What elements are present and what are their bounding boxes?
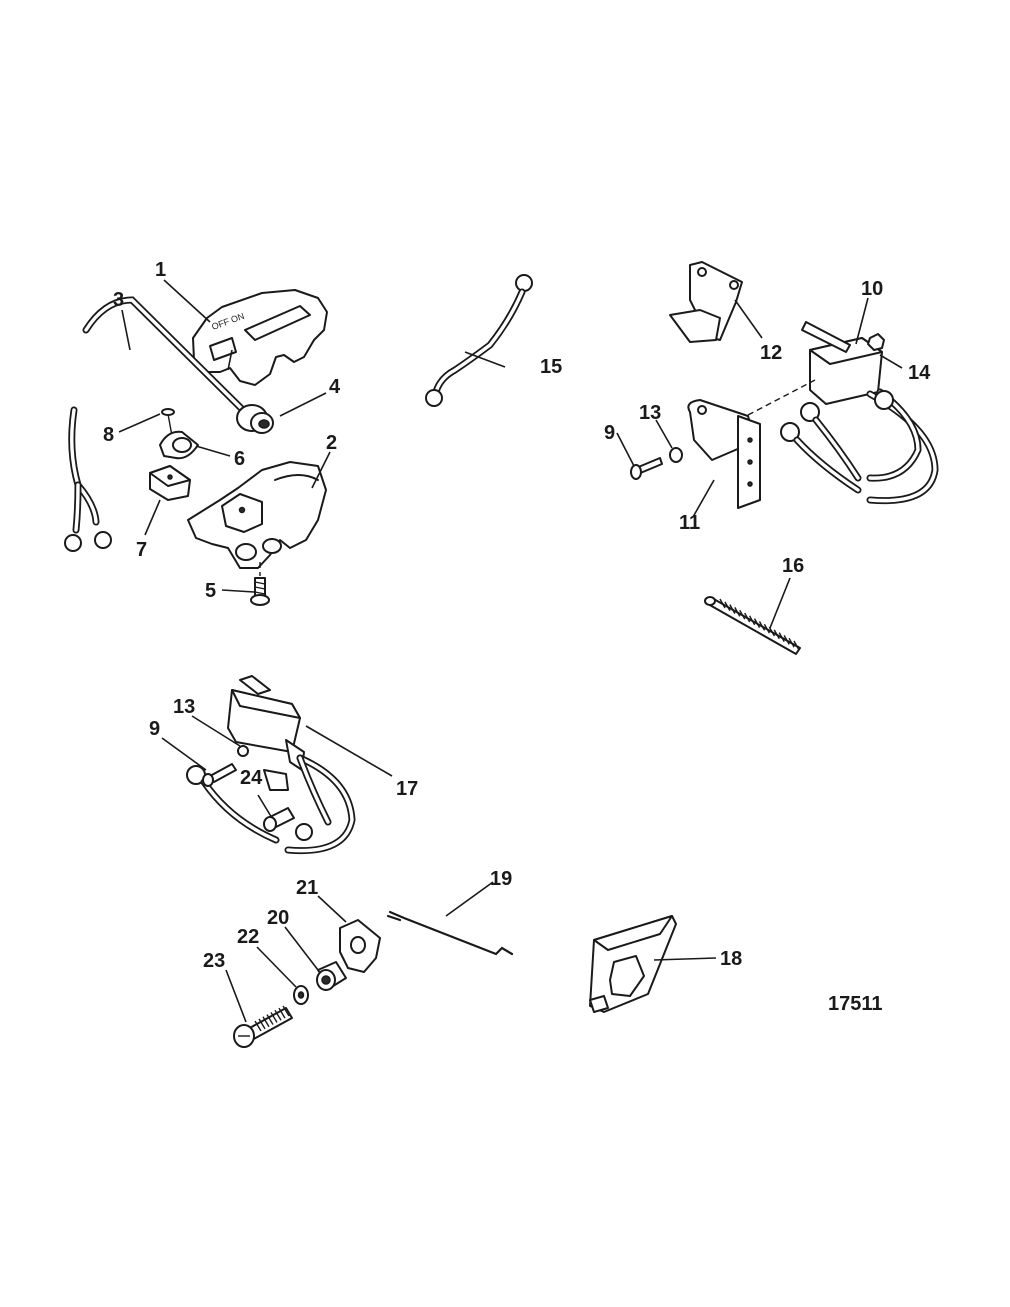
callout-8: 8 xyxy=(103,424,114,446)
bolt-thread-mark xyxy=(262,1016,270,1028)
part-19-rod xyxy=(386,910,514,956)
part-12-bracket xyxy=(669,261,743,343)
callout-17: 17 xyxy=(396,778,418,800)
rod-thread-mark xyxy=(739,609,746,620)
part-10-switch xyxy=(801,321,939,505)
rod-thread-mark xyxy=(788,637,795,648)
callout-11: 11 xyxy=(679,512,700,534)
rod-thread-mark xyxy=(744,612,751,623)
callout-labels: 1 2 3 4 5 6 7 8 9 9 10 11 12 13 13 14 15… xyxy=(103,259,931,1015)
part-18-cover xyxy=(589,915,677,1013)
rod-thread-mark xyxy=(773,629,780,640)
bolt-thread-mark xyxy=(270,1012,278,1023)
callout-20: 20 xyxy=(267,907,289,929)
part-2-lower-housing xyxy=(187,461,327,569)
callout-9-left: 9 xyxy=(149,718,160,740)
part-9-screw-left xyxy=(202,763,237,787)
part-5-screw xyxy=(250,562,270,606)
callout-19: 19 xyxy=(490,868,512,890)
part-4-knob xyxy=(236,404,274,434)
bolt-thread-mark xyxy=(266,1014,274,1025)
part-21-cam xyxy=(339,919,381,973)
bolt-thread-mark xyxy=(274,1009,282,1021)
part-20-bushing xyxy=(316,961,347,991)
callout-12: 12 xyxy=(760,342,782,364)
part-15-ground-strap xyxy=(425,274,533,407)
rod-thread-mark xyxy=(783,635,790,645)
callout-13-right: 13 xyxy=(639,402,661,424)
callout-3: 3 xyxy=(113,289,124,311)
figure-number: 17511 xyxy=(828,993,883,1015)
callout-14: 14 xyxy=(908,362,931,384)
rod-thread-mark xyxy=(729,604,736,614)
callout-4: 4 xyxy=(329,376,341,398)
ring-terminals xyxy=(780,402,862,494)
callout-13-left: 13 xyxy=(173,696,195,718)
callout-5: 5 xyxy=(205,580,216,602)
rod-thread-mark xyxy=(768,626,775,637)
bolt-thread-mark xyxy=(258,1018,266,1030)
part-17-switch xyxy=(186,675,356,855)
rod-thread-mark xyxy=(778,632,785,642)
callout-9-right: 9 xyxy=(604,422,615,444)
part-11-plate-bracket xyxy=(687,379,816,509)
callout-23: 23 xyxy=(203,950,225,972)
leader-lines xyxy=(118,279,903,1023)
rod-thread-mark xyxy=(734,607,741,617)
bolt-thread-mark xyxy=(282,1005,290,1017)
callout-2: 2 xyxy=(326,432,337,454)
callout-21: 21 xyxy=(296,877,318,899)
callout-22: 22 xyxy=(237,926,259,948)
part-6-clamp xyxy=(159,430,199,460)
part-8-screw xyxy=(161,408,175,437)
callout-16: 16 xyxy=(782,555,804,577)
rod-thread-mark xyxy=(758,621,766,631)
callout-24: 24 xyxy=(240,767,263,789)
callout-7: 7 xyxy=(136,539,147,561)
part-1-upper-cover: OFF ON xyxy=(192,289,328,386)
part-23-bolt xyxy=(233,1005,293,1048)
bolt-thread-mark xyxy=(254,1020,262,1032)
part-3-cable-assembly xyxy=(64,296,252,552)
callout-10: 10 xyxy=(861,278,883,300)
part-13-washer-left xyxy=(237,745,249,757)
rod-thread-mark xyxy=(748,615,756,626)
part-14-nut xyxy=(867,333,885,351)
callout-6: 6 xyxy=(234,448,245,470)
callout-18: 18 xyxy=(720,948,742,970)
part-16-threaded-rod xyxy=(704,596,801,655)
rod-thread-mark xyxy=(763,623,771,634)
part-22-washer xyxy=(293,985,309,1005)
rod-thread-mark xyxy=(719,598,726,609)
rod-thread-mark xyxy=(793,640,800,651)
part-9-screw-right xyxy=(630,457,663,480)
bolt-thread-mark xyxy=(278,1007,286,1019)
part-13-washer-right xyxy=(669,447,683,463)
part-7-nut-plate xyxy=(149,465,191,501)
callout-15: 15 xyxy=(540,356,562,378)
rod-thread-mark xyxy=(753,618,761,628)
callout-1: 1 xyxy=(155,259,166,281)
part-24-screw xyxy=(263,807,295,832)
rod-thread-mark xyxy=(724,601,731,612)
